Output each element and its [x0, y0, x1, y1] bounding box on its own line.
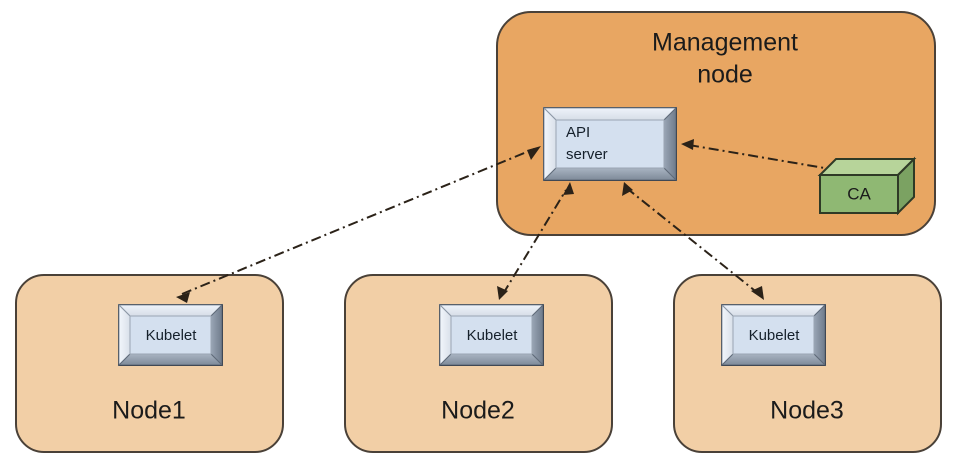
- connector-kubelet2-arrowhead-start: [497, 286, 508, 300]
- kubelet-node1-face: [129, 315, 212, 355]
- kubelet-node1-bevel-bottom: [117, 353, 224, 366]
- kubelet-node2-bevel-bottom: [438, 353, 545, 366]
- api-server-label-line2: server: [566, 146, 608, 163]
- connector-kubelet2-apiserver-line: [502, 189, 567, 295]
- api-server-label-line1: API: [566, 124, 590, 141]
- connector-kubelet3-apiserver: [622, 182, 764, 300]
- connector-kubelet1-apiserver-line: [181, 148, 535, 295]
- api-server-face: [555, 119, 665, 169]
- kubelet-node3-bevel-bottom: [720, 353, 827, 366]
- connector-kubelet1-apiserver: [176, 146, 541, 303]
- ca-label: CA: [847, 184, 871, 203]
- connector-kubelet1-arrowhead-end: [527, 146, 541, 160]
- component-kubelet-node3[interactable]: Kubelet: [720, 303, 827, 367]
- kubelet-node1-label: Kubelet: [146, 327, 198, 344]
- api-server-bevel-bottom: [542, 167, 678, 181]
- kubelet-node3-label: Kubelet: [749, 327, 801, 344]
- component-kubelet-node1[interactable]: Kubelet: [117, 303, 224, 367]
- connector-apiserver-ca-line: [688, 144, 849, 173]
- node3-zone-label: Node3: [770, 397, 844, 425]
- node2-zone-label: Node2: [441, 397, 515, 425]
- management-zone-label-line2: node: [697, 61, 753, 89]
- connector-kubelet1-arrowhead-start: [176, 292, 190, 303]
- component-certificate-authority[interactable]: CA: [817, 156, 917, 216]
- kubelet-node2-label: Kubelet: [467, 327, 519, 344]
- connector-kubelet3-arrowhead-start: [751, 286, 764, 300]
- component-kubelet-node2[interactable]: Kubelet: [438, 303, 545, 367]
- kubelet-node2-bevel-top: [438, 304, 545, 317]
- connector-apiserver-ca-arrowhead-start: [681, 139, 694, 150]
- connector-kubelet3-arrowhead-end: [622, 182, 633, 196]
- component-api-server[interactable]: API server: [542, 106, 678, 182]
- connector-kubelet2-apiserver: [497, 182, 574, 300]
- kubelet-node3-face: [732, 315, 815, 355]
- management-zone-label-line1: Management: [652, 29, 798, 57]
- node1-zone-label: Node1: [112, 397, 186, 425]
- connector-kubelet3-apiserver-line: [628, 189, 760, 295]
- kubelet-node2-face: [450, 315, 533, 355]
- api-server-bevel-top: [542, 107, 678, 121]
- ca-front-face: [819, 174, 899, 214]
- connector-kubelet2-arrowhead-end: [563, 182, 574, 195]
- kubelet-node3-bevel-top: [720, 304, 827, 317]
- kubelet-node1-bevel-top: [117, 304, 224, 317]
